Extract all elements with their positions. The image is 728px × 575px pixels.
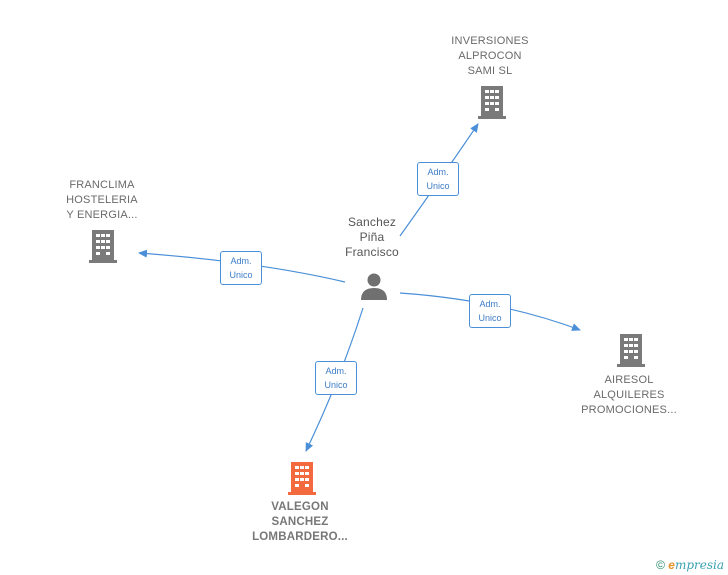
edge-label-valegon[interactable]: Adm. Unico bbox=[315, 361, 357, 395]
building-icon[interactable] bbox=[87, 228, 119, 264]
empresia-logo[interactable]: © empresia bbox=[656, 558, 724, 572]
brand-initial: e bbox=[668, 558, 675, 572]
building-icon-main[interactable] bbox=[286, 460, 318, 496]
person-icon[interactable] bbox=[359, 271, 389, 301]
edge-label-airesol[interactable]: Adm. Unico bbox=[469, 294, 511, 328]
copyright-icon: © bbox=[656, 558, 665, 572]
building-icon[interactable] bbox=[615, 332, 647, 368]
brand-name: mpresia bbox=[674, 558, 724, 572]
company-label-inversiones[interactable]: INVERSIONES ALPROCON SAMI SL bbox=[451, 35, 529, 77]
company-label-airesol[interactable]: AIRESOL ALQUILERES PROMOCIONES... bbox=[581, 374, 677, 416]
center-person-name[interactable]: Sanchez Piña Francisco bbox=[345, 215, 399, 259]
edge-label-franclima[interactable]: Adm. Unico bbox=[220, 251, 262, 285]
edge-label-inversiones[interactable]: Adm. Unico bbox=[417, 162, 459, 196]
company-label-valegon[interactable]: VALEGON SANCHEZ LOMBARDERO... bbox=[252, 501, 348, 543]
company-label-franclima[interactable]: FRANCLIMA HOSTELERIA Y ENERGIA... bbox=[66, 179, 138, 221]
building-icon[interactable] bbox=[476, 84, 508, 120]
